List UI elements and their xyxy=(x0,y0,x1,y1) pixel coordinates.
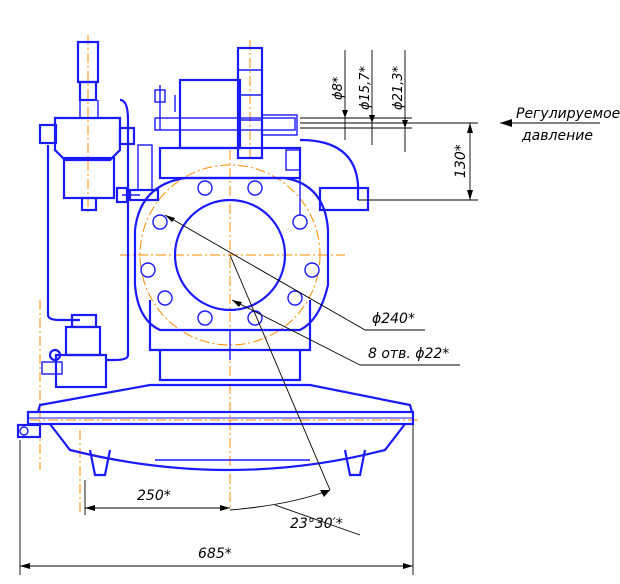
bolt-holes xyxy=(140,180,320,326)
regulated-pressure-line2: давление xyxy=(521,128,593,144)
dim-angle: 23°30′* xyxy=(290,516,343,532)
dim-d21-3: ϕ21,3* xyxy=(391,65,406,110)
dimension-lines xyxy=(19,50,600,575)
dim-holes: 8 отв. ϕ22* xyxy=(368,346,449,362)
valve-body xyxy=(16,40,415,477)
dim-d15-7: ϕ15,7* xyxy=(358,65,373,110)
regulated-pressure-line1: Регулируемое xyxy=(516,106,620,122)
dim-d240: ϕ240* xyxy=(372,311,415,327)
dim-h130: 130* xyxy=(453,144,469,178)
dim-w250: 250* xyxy=(137,488,171,504)
dim-d8: ϕ8* xyxy=(331,76,346,100)
dim-w685: 685* xyxy=(198,546,232,562)
dimension-labels: ϕ8* ϕ15,7* ϕ21,3* 130* ϕ240* 8 отв. ϕ22*… xyxy=(137,65,620,562)
